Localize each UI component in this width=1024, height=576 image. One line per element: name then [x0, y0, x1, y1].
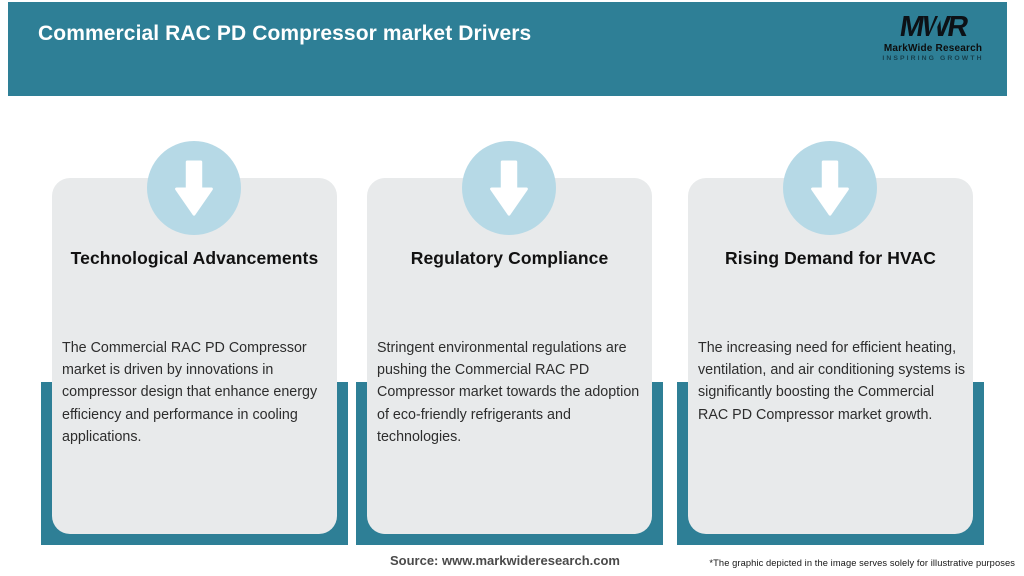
driver-card-group-1: Technological Advancements The Commercia… [41, 141, 348, 545]
card-title: Technological Advancements [70, 248, 319, 268]
disclaimer-text: *The graphic depicted in the image serve… [709, 558, 1015, 568]
markwide-logo: MWR MarkWide Research INSPIRING GROWTH [873, 11, 993, 63]
driver-card: Rising Demand for HVAC The increasing ne… [688, 178, 973, 534]
arrow-down-icon [175, 160, 213, 216]
driver-card-group-3: Rising Demand for HVAC The increasing ne… [677, 141, 984, 545]
card-description: Stringent environmental regulations are … [377, 340, 640, 445]
arrow-down-icon [811, 160, 849, 216]
driver-card: Regulatory Compliance Stringent environm… [367, 178, 652, 534]
driver-card: Technological Advancements The Commercia… [52, 178, 337, 534]
logo-name: MarkWide Research [883, 43, 983, 54]
card-title: Rising Demand for HVAC [725, 248, 936, 268]
card-title: Regulatory Compliance [410, 248, 609, 268]
arrow-down-icon [490, 160, 528, 216]
page-title: Commercial RAC PD Compressor market Driv… [38, 22, 532, 45]
logo-tagline: INSPIRING GROWTH [882, 55, 984, 62]
arrow-badge [147, 141, 241, 235]
card-description: The Commercial RAC PD Compressor market … [62, 340, 318, 445]
arrow-badge [462, 141, 556, 235]
card-description: The increasing need for efficient heatin… [698, 340, 966, 423]
source-text: Source: www.markwideresearch.com [389, 553, 620, 568]
logo-monogram: MWR [897, 11, 969, 43]
header-banner: Commercial RAC PD Compressor market Driv… [8, 2, 1007, 96]
driver-card-group-2: Regulatory Compliance Stringent environm… [356, 141, 663, 545]
arrow-badge [783, 141, 877, 235]
